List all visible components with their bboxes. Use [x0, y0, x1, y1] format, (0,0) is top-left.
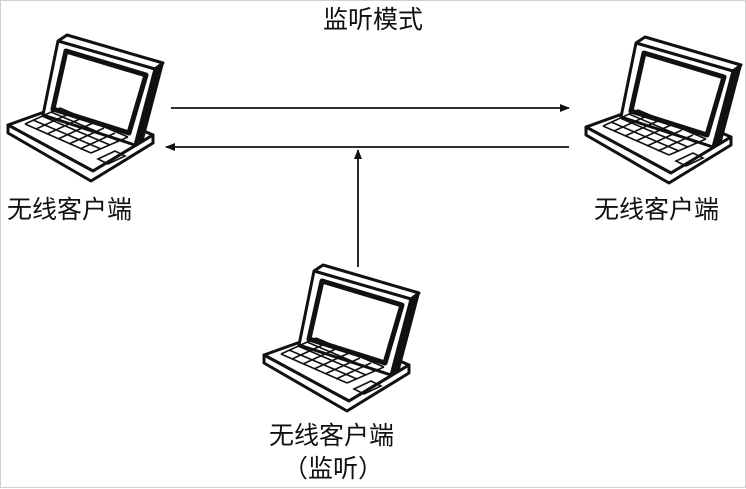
- laptop-icon-left: [8, 35, 163, 181]
- node-label-right: 无线客户端: [594, 195, 720, 224]
- laptop-icon-right: [586, 37, 741, 183]
- diagram-title: 监听模式: [323, 5, 424, 34]
- laptop-icon-monitor: [264, 265, 419, 411]
- node-label-monitor: 无线客户端: [269, 421, 395, 450]
- node-label-left: 无线客户端: [7, 195, 133, 224]
- node-sublabel-monitor: （监听）: [283, 454, 384, 483]
